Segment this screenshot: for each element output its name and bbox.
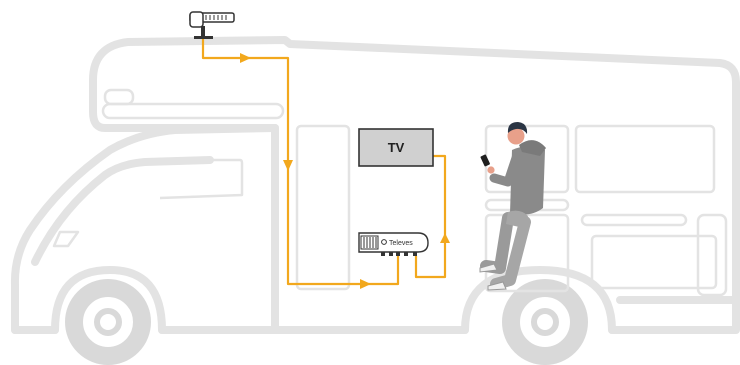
camper-van-outline	[10, 36, 740, 334]
camper-interior	[101, 88, 728, 297]
arrow-right-top	[240, 53, 251, 63]
cable-amplifier-to-tv	[414, 154, 447, 279]
signal-arrows	[240, 53, 450, 289]
tv-label: TV	[388, 140, 405, 155]
arrow-down	[283, 160, 293, 171]
antenna-icon	[189, 11, 235, 39]
tv-screen: TV	[358, 128, 434, 167]
arrow-up	[440, 233, 450, 243]
amplifier-device: Televes	[358, 232, 429, 256]
front-wheel	[65, 279, 151, 365]
rear-wheel	[502, 279, 588, 365]
person-with-phone	[479, 122, 546, 291]
arrow-right-bottom	[360, 279, 371, 289]
amplifier-brand: Televes	[389, 240, 413, 247]
